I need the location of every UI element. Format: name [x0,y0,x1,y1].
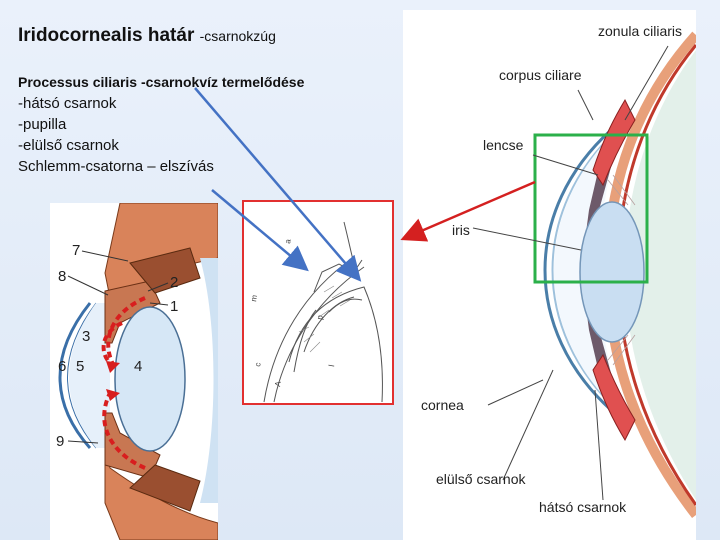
text-line-pupilla: -pupilla [18,114,304,135]
num-4: 4 [134,358,142,375]
label-iris: iris [452,222,470,238]
svg-text:l: l [327,364,336,368]
label-lencse: lencse [483,137,524,153]
svg-text:m: m [249,294,259,302]
aqueous-flow-diagram: 7 8 2 1 3 6 5 4 9 [50,203,218,540]
label-corpus: corpus ciliare [499,67,582,83]
label-elulso: elülső csarnok [436,471,526,487]
num-7: 7 [72,242,80,259]
chamber-angle-sketch: a m p c A l [242,200,394,405]
label-hatso: hátsó csarnok [539,499,627,515]
num-1: 1 [170,298,178,315]
num-8: 8 [58,268,66,285]
svg-text:A: A [273,380,283,387]
text-line-hatso: -hátsó csarnok [18,93,304,114]
description-text: Processus ciliaris -csarnokvíz termelődé… [18,72,304,177]
text-line-elulso: -elülső csarnok [18,135,304,156]
page-title: Iridocornealis határ -csarnokzúg [18,25,276,47]
eye-cross-section: zonula ciliaris corpus ciliare lencse ir… [403,10,696,540]
label-cornea: cornea [421,397,464,413]
svg-text:c: c [253,362,263,368]
svg-text:p: p [315,314,325,320]
lens-shape [580,202,644,342]
num-2: 2 [170,274,178,291]
text-line-schlemm: Schlemm-csatorna – elszívás [18,156,304,177]
svg-text:a: a [283,238,293,244]
label-zonula: zonula ciliaris [598,23,682,39]
lens [115,307,185,451]
title-subtitle: -csarnokzúg [200,28,276,44]
num-5: 5 [76,358,84,375]
text-line-processus: Processus ciliaris -csarnokvíz termelődé… [18,72,304,93]
num-9: 9 [56,433,64,450]
num-6: 6 [58,358,66,375]
num-3: 3 [82,328,90,345]
title-bold: Iridocornealis határ [18,25,194,46]
